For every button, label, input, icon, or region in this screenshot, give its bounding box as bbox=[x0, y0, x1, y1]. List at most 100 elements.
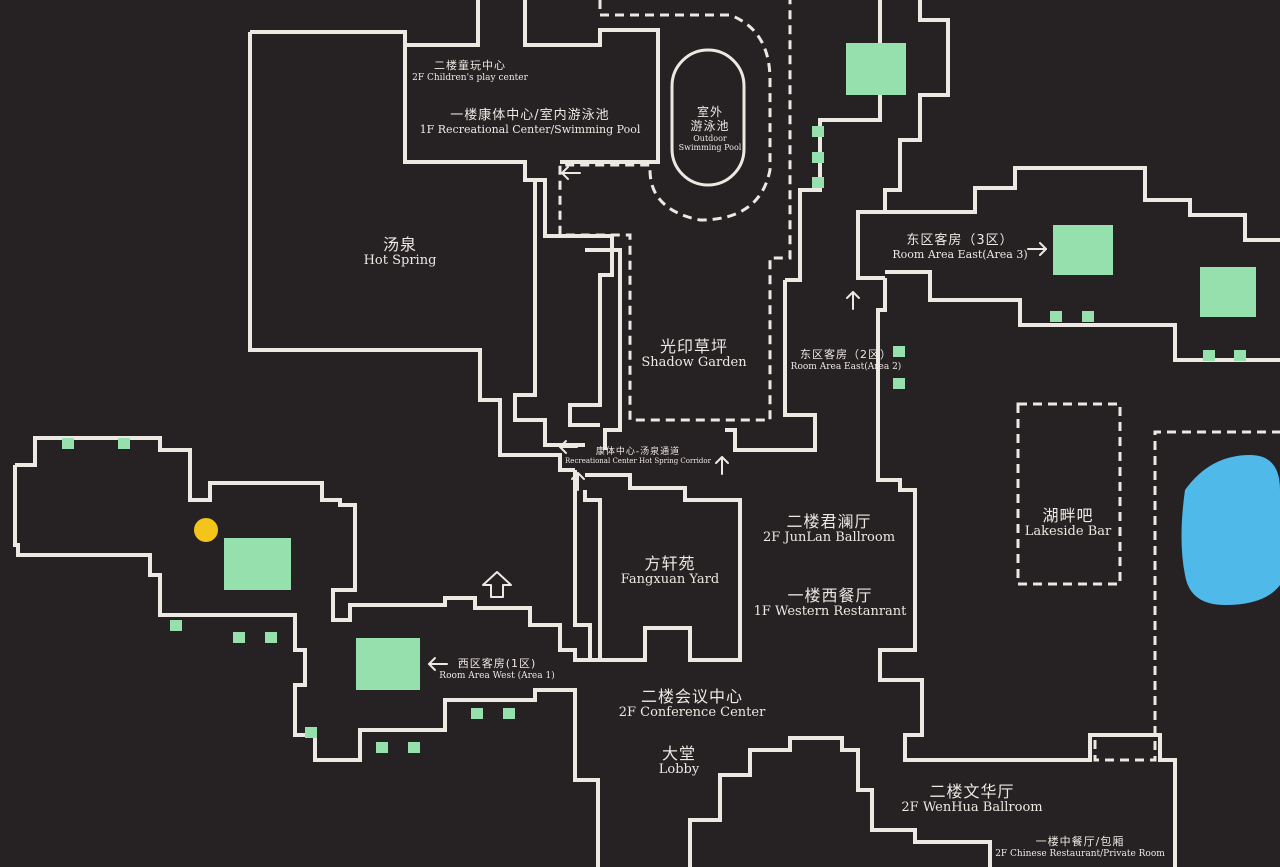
label-en: 2F JunLan Ballroom bbox=[762, 530, 896, 546]
east-spine-outline bbox=[856, 0, 950, 280]
arrow-up-icon bbox=[846, 291, 860, 310]
label-en: Room Area West (Area 1) bbox=[439, 670, 555, 681]
label-en: Outdoor bbox=[693, 133, 727, 143]
label-outdoor-pool: 室外 游泳池 Outdoor Swimming Pool bbox=[678, 105, 742, 152]
arrow-left-icon bbox=[428, 657, 448, 671]
room-marker bbox=[846, 43, 906, 95]
corridor-west-outline bbox=[513, 180, 585, 447]
label-hot-spring: 汤泉 Hot Spring bbox=[363, 235, 437, 269]
label-zh: 游泳池 bbox=[690, 118, 730, 133]
room-marker bbox=[1050, 311, 1062, 322]
label-zh: 汤泉 bbox=[382, 235, 418, 254]
label-zh: 二楼会议中心 bbox=[640, 687, 744, 706]
room-marker bbox=[408, 742, 420, 753]
room-marker bbox=[1200, 267, 1256, 317]
building-outlines bbox=[13, 0, 1280, 867]
lobby-south-outline bbox=[688, 736, 992, 867]
east-column-outline bbox=[876, 278, 1177, 867]
room-marker bbox=[224, 538, 291, 590]
room-marker bbox=[1082, 311, 1094, 322]
room-marker bbox=[170, 620, 182, 631]
label-zh: 一楼康体中心/室内游泳池 bbox=[450, 108, 610, 123]
west-area-1-south bbox=[13, 465, 600, 867]
east-area-3-outline bbox=[885, 270, 1280, 362]
room-marker bbox=[1053, 225, 1113, 275]
label-en: Lobby bbox=[658, 762, 700, 778]
arrow-left-icon bbox=[561, 166, 581, 180]
label-en: 2F Conference Center bbox=[618, 705, 766, 721]
childrens-center-outline bbox=[523, 0, 660, 164]
room-marker bbox=[233, 632, 245, 643]
arrows bbox=[428, 166, 1047, 671]
label-room-east-2: 东区客房（2区） Room Area East(Area 2) bbox=[790, 348, 902, 372]
dashed-areas bbox=[558, 0, 1280, 762]
label-corridor: 康体中心-汤泉通道 Recreational Center Hot Spring… bbox=[565, 447, 711, 465]
label-zh: 光印草坪 bbox=[659, 337, 728, 356]
label-en: 2F Children's play center bbox=[412, 72, 528, 83]
label-zh: 西区客房(1区) bbox=[457, 657, 537, 670]
label-room-west-1: 西区客房(1区) Room Area West (Area 1) bbox=[439, 657, 555, 681]
east-2-outline bbox=[725, 280, 817, 452]
label-zh: 二楼童玩中心 bbox=[434, 59, 506, 72]
west-area-1-outline bbox=[15, 436, 598, 662]
label-chinese-restaurant: 一楼中餐厅/包厢 2F Chinese Restaurant/Private R… bbox=[995, 835, 1165, 859]
label-en: Room Area East(Area 2) bbox=[790, 361, 902, 372]
label-zh: 一楼西餐厅 bbox=[787, 586, 873, 605]
room-marker bbox=[1203, 350, 1215, 361]
label-en: Swimming Pool bbox=[678, 142, 742, 152]
label-western-restaurant: 一楼西餐厅 1F Western Restanrant bbox=[753, 586, 907, 620]
label-en: Shadow Garden bbox=[641, 355, 747, 371]
label-lobby: 大堂 Lobby bbox=[658, 744, 700, 778]
room-marker bbox=[812, 126, 824, 137]
label-recreational-center: 一楼康体中心/室内游泳池 1F Recreational Center/Swim… bbox=[419, 108, 641, 137]
hollow-up-arrow-icon bbox=[482, 571, 512, 598]
room-marker bbox=[471, 708, 483, 719]
label-zh: 康体中心-汤泉通道 bbox=[595, 447, 681, 457]
room-marker bbox=[356, 638, 420, 690]
lake bbox=[1181, 455, 1280, 605]
label-zh: 东区客房（2区） bbox=[799, 348, 892, 361]
label-wenhua-ballroom: 二楼文华厅 2F WenHua Ballroom bbox=[901, 782, 1043, 816]
hot-spring-building-outline bbox=[250, 0, 480, 47]
shadow-garden-west bbox=[585, 248, 622, 450]
room-marker bbox=[812, 152, 824, 163]
label-en: 2F Chinese Restaurant/Private Room bbox=[995, 848, 1165, 859]
label-zh: 东区客房（3区） bbox=[906, 233, 1014, 248]
room-marker bbox=[503, 708, 515, 719]
arrow-up-icon bbox=[715, 456, 729, 475]
room-marker bbox=[62, 438, 74, 449]
arrow-right-icon bbox=[1027, 242, 1047, 256]
label-en: 1F Western Restanrant bbox=[753, 604, 907, 620]
label-zh: 湖畔吧 bbox=[1042, 506, 1094, 525]
room-marker bbox=[893, 346, 905, 357]
room-marker bbox=[118, 438, 130, 449]
outdoor-pool-area bbox=[558, 0, 792, 422]
label-zh: 二楼君澜厅 bbox=[786, 512, 872, 531]
east-area-3-top bbox=[882, 166, 1280, 242]
label-zh: 室外 bbox=[696, 105, 723, 119]
room-marker bbox=[376, 742, 388, 753]
label-room-east-3: 东区客房（3区） Room Area East(Area 3) bbox=[892, 233, 1027, 262]
label-junlan-ballroom: 二楼君澜厅 2F JunLan Ballroom bbox=[762, 512, 896, 546]
room-marker bbox=[305, 727, 317, 738]
room-markers bbox=[62, 43, 1256, 753]
fangxuan-yard-outline bbox=[583, 473, 742, 662]
label-zh: 大堂 bbox=[661, 744, 697, 763]
room-marker bbox=[265, 632, 277, 643]
label-zh: 一楼中餐厅/包厢 bbox=[1035, 835, 1125, 848]
arrow-up-icon bbox=[571, 472, 585, 491]
label-en: Fangxuan Yard bbox=[620, 572, 720, 588]
label-en: Lakeside Bar bbox=[1024, 524, 1112, 540]
label-en: 1F Recreational Center/Swimming Pool bbox=[419, 122, 641, 136]
shadow-garden-east bbox=[785, 0, 882, 282]
label-conference-center: 二楼会议中心 2F Conference Center bbox=[618, 687, 766, 721]
room-marker bbox=[812, 177, 824, 188]
label-en: 2F WenHua Ballroom bbox=[901, 800, 1043, 816]
label-zh: 方轩苑 bbox=[644, 554, 696, 573]
label-fangxuan-yard: 方轩苑 Fangxuan Yard bbox=[620, 554, 720, 588]
hot-spring-building-west-outline bbox=[248, 32, 575, 472]
label-en: Hot Spring bbox=[363, 253, 437, 269]
center-hall-outline bbox=[573, 470, 592, 660]
label-shadow-garden: 光印草坪 Shadow Garden bbox=[641, 337, 747, 371]
